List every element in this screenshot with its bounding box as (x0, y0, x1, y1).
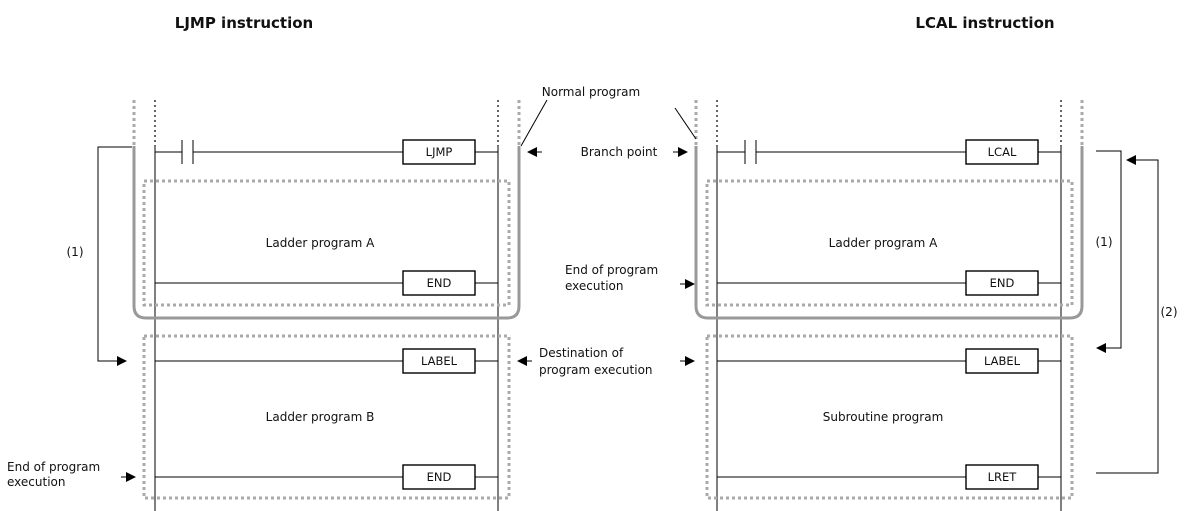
right-return-arrow (1096, 155, 1159, 474)
left-normal-program-outline (132, 146, 521, 320)
left-program-a-block (142, 179, 511, 307)
lret-box-label: LRET (988, 470, 1018, 484)
left-program-b-label: Ladder program B (266, 410, 375, 424)
left-end-box-b-label: END (427, 470, 452, 484)
lcal-diagram: LCAL Ladder program A END LABEL Subrouti… (694, 100, 1178, 511)
ljmp-box-label: LJMP (426, 145, 453, 159)
right-end-box-label: END (990, 276, 1015, 290)
end-of-program-line2: execution (565, 279, 623, 293)
right-marker-1: (1) (1096, 235, 1113, 249)
left-end-box-b (402, 464, 476, 490)
left-program-a-label: Ladder program A (266, 236, 375, 250)
normal-program-label: Normal program (542, 85, 640, 99)
center-annotations: Normal program Branch point End of progr… (517, 85, 697, 377)
right-label-box (965, 348, 1039, 374)
lcal-title: LCAL instruction (915, 14, 1054, 32)
left-label-box-label: LABEL (421, 354, 458, 368)
ljmp-title: LJMP instruction (175, 14, 313, 32)
normal-program-leader-right (674, 107, 697, 140)
left-program-b-block (142, 334, 511, 500)
left-end-note-line2: execution (7, 475, 65, 489)
right-subroutine-block (705, 334, 1074, 500)
normal-program-leader-left (520, 99, 548, 147)
right-subroutine-label: Subroutine program (823, 410, 944, 424)
lret-box (965, 464, 1039, 490)
left-end-note-line1: End of program (7, 460, 100, 474)
left-end-box-a (402, 270, 476, 296)
left-marker-1: (1) (67, 245, 84, 259)
ljmp-box (402, 139, 476, 165)
right-marker-2: (2) (1161, 305, 1178, 319)
right-program-a-label: Ladder program A (829, 236, 938, 250)
right-program-a-block (705, 179, 1074, 307)
right-call-arrow (1096, 150, 1122, 353)
ljmp-diagram: LJMP Ladder program A END LABEL Ladder p… (7, 100, 521, 511)
right-normal-program-outline (694, 146, 1084, 320)
destination-line2: program execution (539, 363, 653, 377)
end-of-program-line1: End of program (565, 263, 658, 277)
lcal-box (965, 139, 1039, 165)
left-end-box-a-label: END (427, 276, 452, 290)
left-jump-arrow (97, 146, 132, 366)
lcal-box-label: LCAL (988, 145, 1017, 159)
destination-line1: Destination of (539, 346, 624, 360)
left-label-box (402, 348, 476, 374)
right-label-box-label: LABEL (984, 354, 1021, 368)
branch-point-label: Branch point (581, 145, 658, 159)
